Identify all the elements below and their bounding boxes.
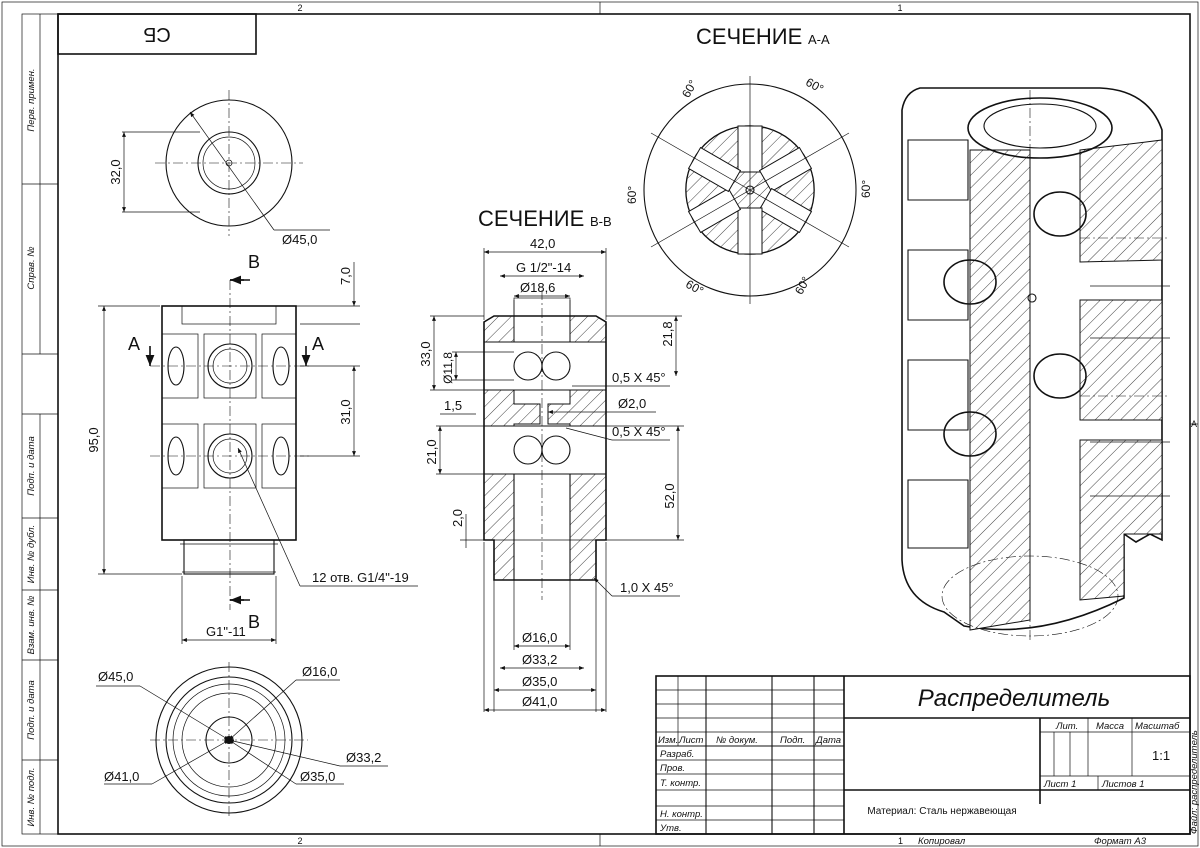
bb-chamfer-3: 1,0 X 45° xyxy=(620,580,674,595)
tb-scale-value: 1:1 xyxy=(1152,748,1170,763)
front-dim-spacing: 31,0 xyxy=(338,399,353,424)
tb-col-sign: Подп. xyxy=(780,735,805,746)
section-mark-b-top: B xyxy=(248,252,260,272)
tb-row-prov: Пров. xyxy=(660,763,685,774)
section-aa-suffix: A-A xyxy=(808,32,830,47)
bb-d2: Ø2,0 xyxy=(618,396,646,411)
bottom-dim-d35: Ø35,0 xyxy=(300,769,335,784)
side-label-dubl: Инв. № дубл. xyxy=(26,525,37,583)
tb-sheets: Листов 1 xyxy=(1101,779,1145,790)
bb-h2: 2,0 xyxy=(450,509,465,527)
top-view: 32,0 Ø45,0 xyxy=(108,90,330,247)
side-strip: Перв. примен. Справ. № Подп. и дата Инв.… xyxy=(21,13,59,835)
bb-chamfer-1: 0,5 X 45° xyxy=(612,370,666,385)
bb-d11: Ø11,8 xyxy=(441,352,455,384)
section-bb-title: СЕЧЕНИЕ xyxy=(478,206,584,231)
bb-h33: 33,0 xyxy=(418,341,433,366)
side-label-podp2: Подп. и дата xyxy=(26,680,37,739)
bb-h52: 52,0 xyxy=(662,483,677,508)
section-mark-a-right: A xyxy=(312,334,324,354)
top-view-dim-height: 32,0 xyxy=(108,159,123,184)
section-mark-a-left: A xyxy=(128,334,140,354)
section-bb: СЕЧЕНИЕ B-B 42,0 G 1/2"-14 xyxy=(418,206,684,712)
aa-angle-5: 60° xyxy=(683,277,706,298)
top-view-dim-diameter: Ø45,0 xyxy=(282,232,317,247)
tb-col-izm: Изм. xyxy=(658,735,678,746)
bottom-dim-d45: Ø45,0 xyxy=(98,669,133,684)
aa-angle-4: 60° xyxy=(859,180,873,198)
bb-d18: Ø18,6 xyxy=(520,280,555,295)
tb-row-razrab: Разраб. xyxy=(660,749,694,760)
tb-row-nkontr: Н. контр. xyxy=(660,809,703,820)
part-name: Распределитель xyxy=(918,685,1110,712)
aa-angle-1: 60° xyxy=(679,77,700,100)
aa-angle-2: 60° xyxy=(803,75,826,96)
side-label-vzam: Взам. инв. № xyxy=(26,596,37,655)
bottom-view: Ø45,0 Ø16,0 Ø33,2 Ø41,0 Ø35,0 xyxy=(96,662,388,818)
zone-right: A xyxy=(1191,419,1197,429)
aa-angle-3: 60° xyxy=(625,186,639,204)
tb-row-tkontr: Т. контр. xyxy=(660,778,701,789)
section-bb-suffix: B-B xyxy=(590,214,612,229)
zone-top-right: 1 xyxy=(897,3,902,13)
section-mark-b-bottom: B xyxy=(248,612,260,632)
tb-col-date: Дата xyxy=(815,735,841,746)
bb-chamfer-2: 0,5 X 45° xyxy=(612,424,666,439)
front-dim-height: 95,0 xyxy=(86,427,101,452)
tb-copied-num: 1 xyxy=(898,836,903,846)
tb-file: Файл: распределитель xyxy=(1189,730,1200,834)
front-dim-top: 7,0 xyxy=(338,267,353,285)
bottom-dim-d16: Ø16,0 xyxy=(302,664,337,679)
tb-material: Материал: Сталь нержавеющая xyxy=(867,806,1016,817)
tb-format: Формат А3 xyxy=(1094,836,1147,847)
bb-dim-42: 42,0 xyxy=(530,236,555,251)
tb-lit: Лит. xyxy=(1055,721,1078,732)
bottom-dim-d33: Ø33,2 xyxy=(346,750,381,765)
bb-w1-5: 1,5 xyxy=(444,398,462,413)
bb-d33: Ø33,2 xyxy=(522,652,557,667)
bottom-dim-d41: Ø41,0 xyxy=(104,769,139,784)
tb-copied: Копировал xyxy=(918,836,966,847)
section-aa: СЕЧЕНИЕ A-A 60° 60° 60° 60° 60° 60° xyxy=(625,24,873,304)
bb-thread: G 1/2"-14 xyxy=(516,260,571,275)
tb-col-doc: № докум. xyxy=(716,735,758,746)
isometric-view xyxy=(901,87,1170,640)
bb-d41: Ø41,0 xyxy=(522,694,557,709)
thread-bottom: G1"-11 xyxy=(206,624,246,639)
zone-top-left: 2 xyxy=(297,3,302,13)
side-label-podl: Инв. № подл. xyxy=(26,768,37,827)
bb-d16: Ø16,0 xyxy=(522,630,557,645)
holes-note: 12 отв. G1/4"-19 xyxy=(312,570,409,585)
title-block: Изм. Лист № докум. Подп. Дата Разраб. Пр… xyxy=(655,675,1200,847)
corner-stamp: СБ xyxy=(143,23,171,45)
bb-h21-8: 21,8 xyxy=(660,321,675,346)
tb-massa: Масса xyxy=(1096,721,1124,732)
tb-col-list: Лист xyxy=(678,735,704,746)
bb-h21: 21,0 xyxy=(424,439,439,464)
side-label-podp1: Подп. и дата xyxy=(26,436,37,495)
tb-masshtab: Масштаб xyxy=(1135,721,1180,732)
section-aa-title: СЕЧЕНИЕ xyxy=(696,24,802,49)
tb-row-utv: Утв. xyxy=(659,823,682,834)
side-label-sprav: Справ. № xyxy=(26,246,37,289)
tb-sheet: Лист 1 xyxy=(1043,779,1076,790)
side-label-perv: Перв. примен. xyxy=(26,68,37,131)
front-view: B B A A 95,0 7,0 31,0 12 отв. G1/4"-19 G… xyxy=(86,252,418,644)
zone-bottom-left: 2 xyxy=(297,836,302,846)
bb-d35: Ø35,0 xyxy=(522,674,557,689)
